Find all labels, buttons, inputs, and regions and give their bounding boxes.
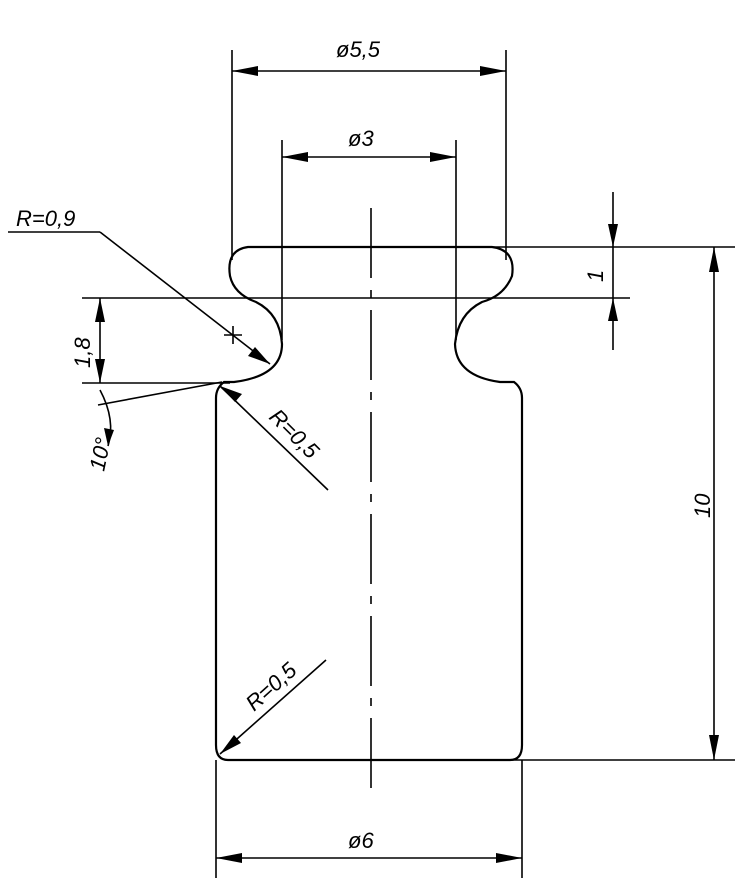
arrow-head bbox=[104, 428, 114, 446]
arrow-head bbox=[248, 347, 270, 364]
dim-text-base: ø6 bbox=[348, 828, 374, 853]
arrow-head bbox=[608, 224, 618, 247]
dim-text-outer-top: ø5,5 bbox=[336, 37, 381, 62]
dim-text-total-height: 10 bbox=[690, 493, 715, 518]
dim-text-neck-height: 1,8 bbox=[70, 337, 95, 368]
dim-text-neck: ø3 bbox=[348, 126, 374, 151]
dim-text-cap: 1 bbox=[583, 270, 608, 282]
arrow-head bbox=[220, 735, 241, 754]
dim-text-base-top-fillet: R=0,5 bbox=[264, 404, 324, 464]
fillet-center-mark bbox=[224, 326, 242, 344]
dim-text-top-fillet: R=0,9 bbox=[16, 206, 75, 231]
dim-text-base-bottom-fillet: R=0,5 bbox=[241, 657, 302, 716]
dim-text-angle: 10° bbox=[84, 435, 115, 473]
arrow-head bbox=[496, 853, 522, 863]
angle-line bbox=[97, 381, 223, 406]
arrow-head bbox=[232, 66, 258, 76]
arrow-head bbox=[95, 359, 105, 383]
arrow-head bbox=[709, 735, 719, 760]
arrow-head bbox=[282, 152, 308, 162]
leader-base-bottom-fillet bbox=[219, 659, 327, 755]
arrow-head bbox=[95, 298, 105, 322]
leader-base-top-fillet bbox=[219, 385, 329, 491]
leader-top-fillet bbox=[99, 231, 271, 365]
arrow-head bbox=[430, 152, 456, 162]
arrow-head bbox=[608, 298, 618, 321]
arrow-head bbox=[216, 853, 242, 863]
arrow-head bbox=[220, 386, 242, 402]
arrow-head bbox=[709, 247, 719, 272]
arrow-head bbox=[480, 66, 506, 76]
